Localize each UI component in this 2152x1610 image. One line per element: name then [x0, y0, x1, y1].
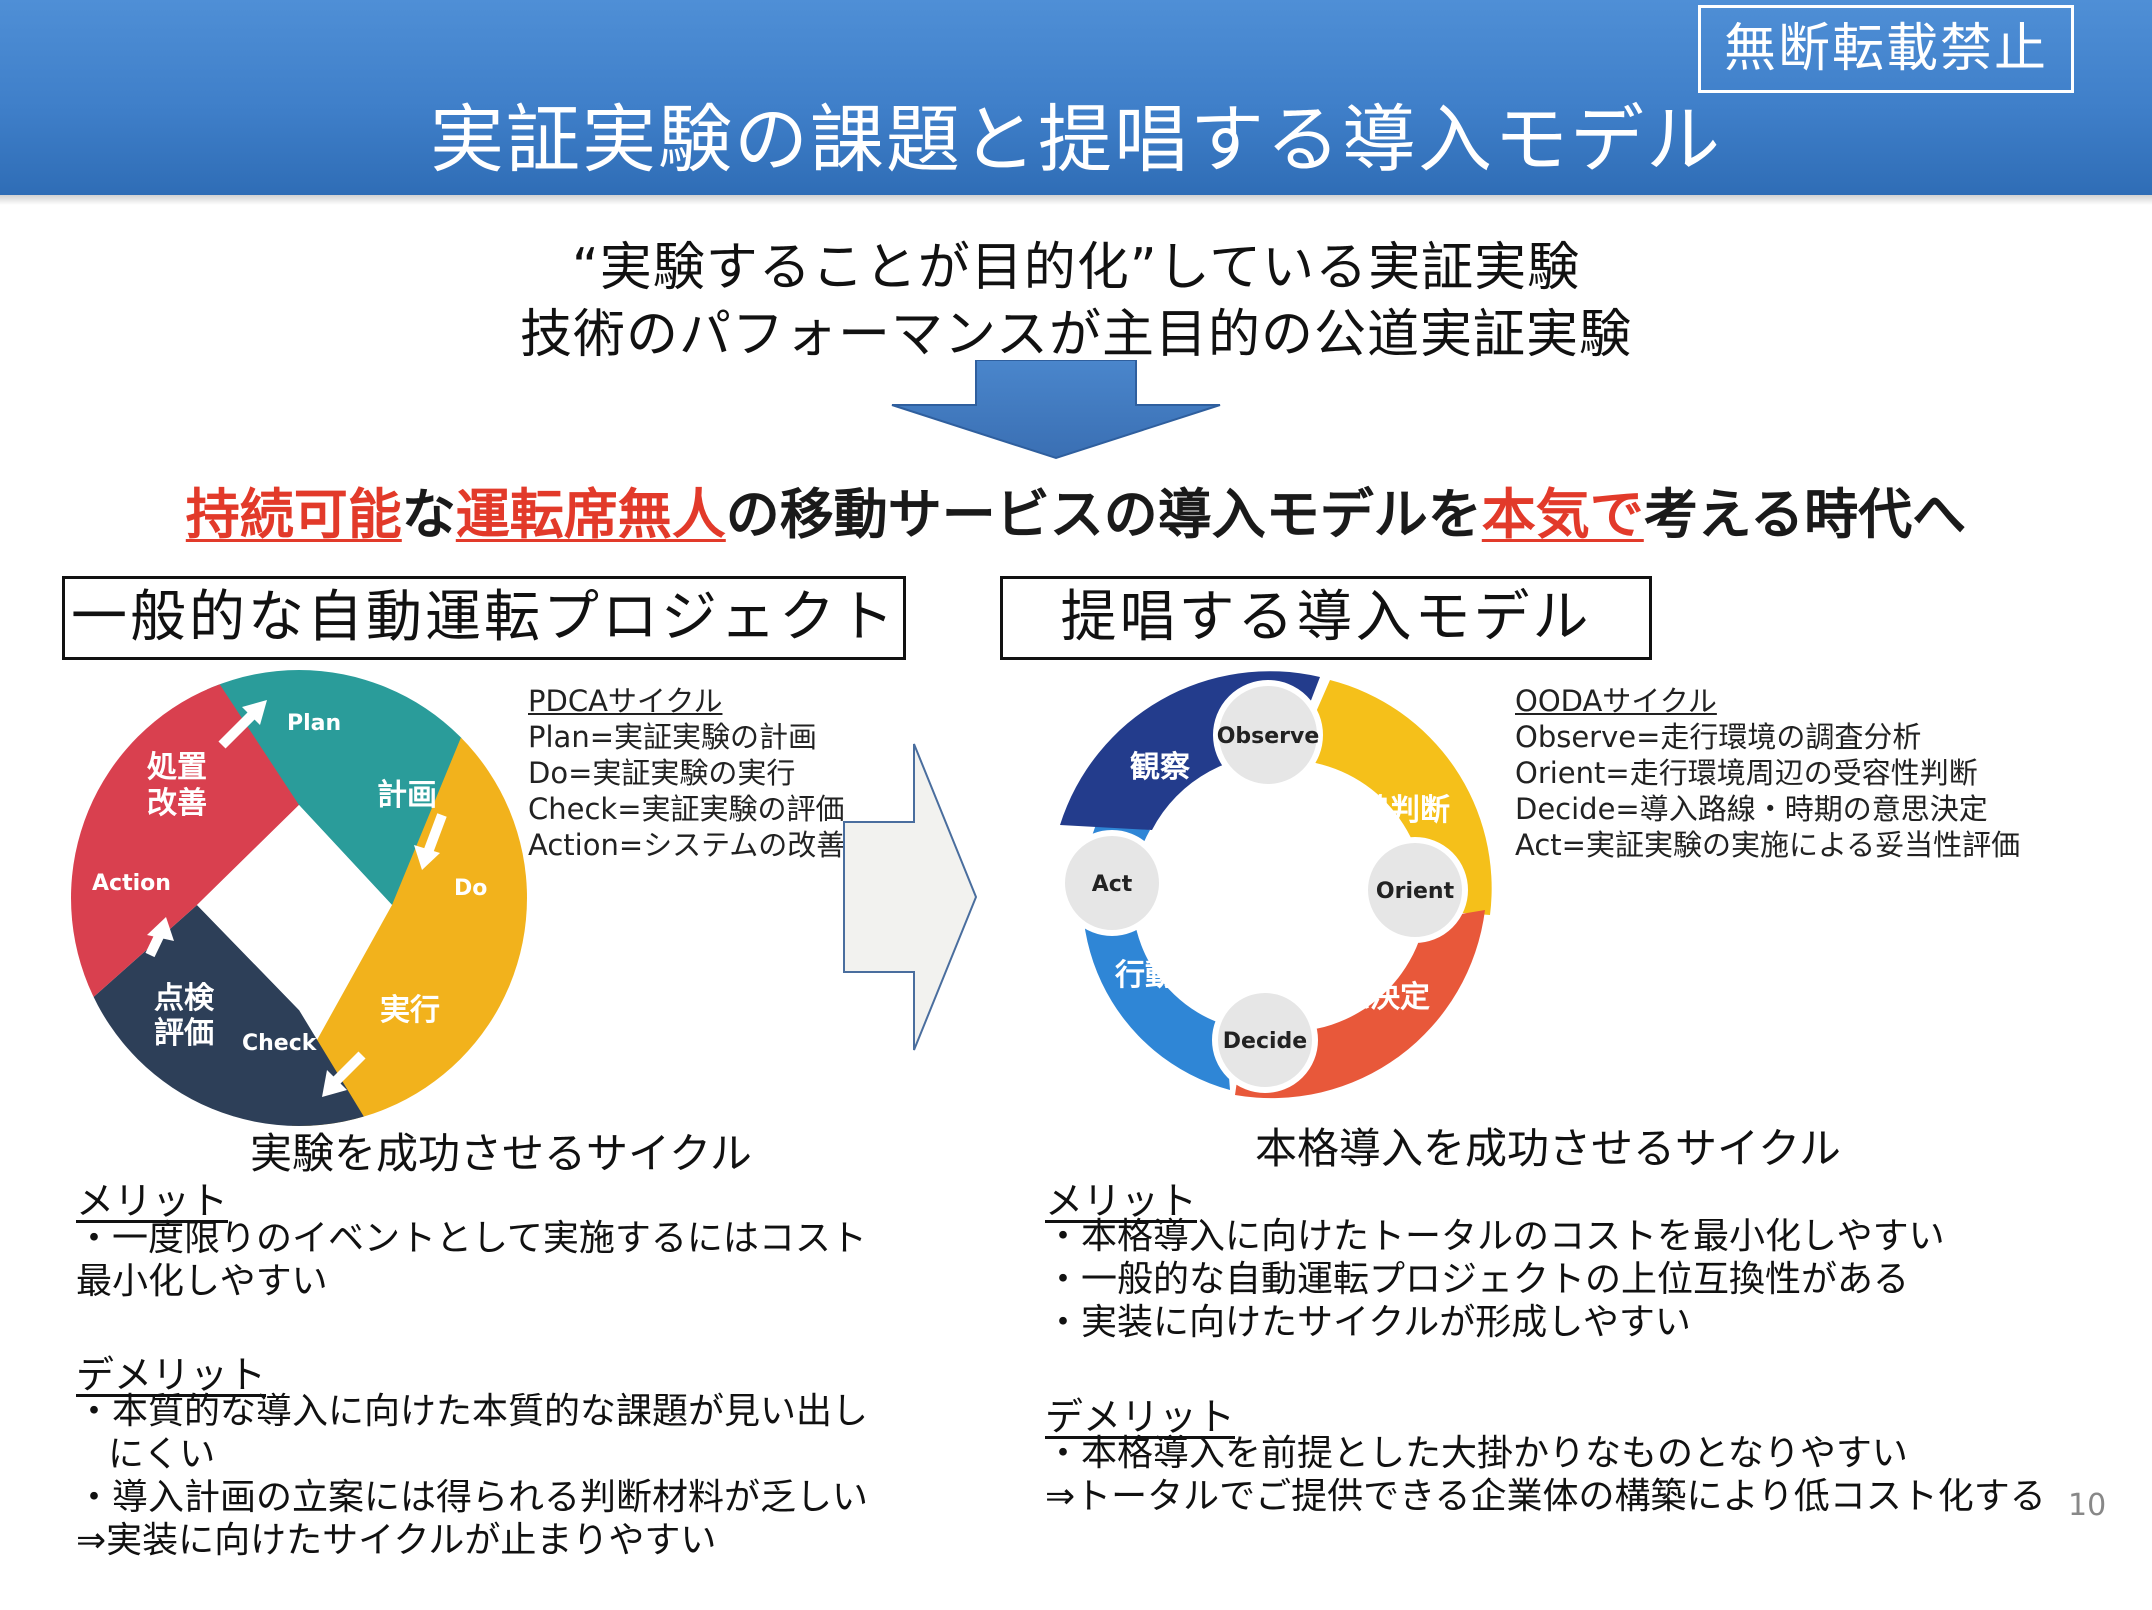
ooda-legend-orient: Orient=走行環境周辺の受容性判断 — [1515, 756, 1978, 790]
right-merit-title: メリット — [1045, 1179, 1198, 1223]
right-demerit-title: デメリット — [1045, 1395, 1236, 1439]
headline-sustainable: 持続可能 — [185, 483, 402, 546]
decide-en-label: Decide — [1223, 1029, 1307, 1054]
right-merit-1: ・本格導入に向けたトータルのコストを最小化しやすい — [1045, 1216, 1945, 1257]
ooda-legend: OODAサイクル Observe=走行環境の調査分析 Orient=走行環境周辺… — [1515, 683, 2020, 863]
center-diamond — [197, 805, 392, 1010]
ooda-legend-act: Act=実証実験の実施による妥当性評価 — [1515, 828, 2021, 862]
act-en-label: Act — [1092, 872, 1133, 897]
left-demerit-1a: ・本質的な導入に向けた本質的な課題が見い出し — [76, 1391, 869, 1432]
page-number: 10 — [2068, 1488, 2107, 1523]
right-arrow-icon — [843, 743, 978, 1051]
headline: 持続可能な運転席無人の移動サービスの導入モデルを本気で考える時代へ — [0, 470, 2152, 549]
ooda-legend-observe: Observe=走行環境の調査分析 — [1515, 720, 1922, 754]
pdca-legend-plan: Plan=実証実験の計画 — [528, 720, 817, 754]
left-demerit-title: デメリット — [76, 1353, 267, 1397]
orient-en-label: Orient — [1376, 879, 1455, 904]
check-jp-label-1: 点検 — [154, 981, 215, 1016]
arrow-icon — [322, 1070, 347, 1097]
plan-jp-label: 計画 — [377, 778, 437, 813]
intro-line-1: “実験することが目的化”している実証実験 — [571, 238, 1581, 298]
act-node — [1059, 830, 1165, 936]
action-jp-label-2: 改善 — [147, 786, 207, 821]
observe-jp-label: 観察 — [1130, 750, 1191, 785]
left-merit-1b: 最小化しやすい — [76, 1261, 328, 1302]
header-shadow — [0, 195, 2152, 205]
right-merit-2: ・一般的な自動運転プロジェクトの上位互換性がある — [1045, 1259, 1910, 1300]
pdca-legend: PDCAサイクル Plan=実証実験の計画 Do=実証実験の実行 Check=実… — [528, 683, 845, 863]
decide-node — [1212, 987, 1318, 1093]
observe-en-label: Observe — [1217, 724, 1320, 749]
headline-part: の移動サービスの導入モデルを — [725, 483, 1482, 546]
headline-seriously: 本気で — [1481, 483, 1644, 546]
left-demerit-2: ・導入計画の立案には得られる判断材料が乏しい — [76, 1477, 869, 1518]
pdca-caption: 実験を成功させるサイクル — [250, 1129, 752, 1178]
do-en-label: Do — [454, 876, 487, 901]
pdca-legend-title: PDCAサイクル — [528, 684, 723, 718]
decide-jp-label: 意志決定 — [1310, 980, 1430, 1015]
headline-part: な — [401, 483, 456, 546]
header-bar — [0, 0, 2152, 195]
no-reprint-badge: 無断転載禁止 — [1698, 5, 2074, 93]
ooda-cycle-diagram: Observe Orient Decide Act 観察 情勢判断 意志決定 行… — [1059, 671, 1492, 1099]
left-merit-1a: ・一度限りのイベントとして実施するにはコスト — [76, 1218, 867, 1259]
act-jp-label: 行動 — [1114, 958, 1175, 993]
observe-node — [1213, 680, 1323, 790]
arrow-icon — [147, 917, 174, 941]
orient-jp-label: 情勢判断 — [1330, 793, 1450, 828]
left-demerit-3: ⇒実装に向けたサイクルが止まりやすい — [76, 1520, 717, 1561]
down-arrow-icon — [891, 360, 1221, 460]
action-en-label: Action — [92, 871, 171, 896]
general-project-title-box: 一般的な自動運転プロジェクト — [62, 576, 906, 660]
headline-driverless: 運転席無人 — [455, 483, 726, 546]
intro-line-2: 技術のパフォーマンスが主目的の公道実証実験 — [520, 305, 1632, 365]
arrow-icon — [242, 700, 267, 725]
left-demerit-1b: にくい — [108, 1434, 216, 1475]
do-segment — [292, 735, 527, 1126]
action-jp-label-1: 処置 — [147, 750, 207, 785]
left-merit-title: メリット — [76, 1179, 229, 1223]
pdca-legend-do: Do=実証実験の実行 — [528, 756, 796, 790]
check-en-label: Check — [242, 1031, 318, 1056]
pdca-legend-check: Check=実証実験の評価 — [528, 792, 845, 826]
plan-segment — [207, 670, 462, 905]
ooda-legend-decide: Decide=導入路線・時期の意思決定 — [1515, 792, 1988, 826]
right-demerit-2: ⇒トータルでご提供できる企業体の構築により低コスト化する — [1045, 1476, 2046, 1517]
pdca-cycle-diagram: Plan 計画 Do 実行 Check 点検 評価 Action 処置 改善 — [71, 670, 527, 1126]
slide-title: 実証実験の課題と提唱する導入モデル — [430, 97, 1722, 183]
plan-en-label: Plan — [287, 711, 341, 736]
ooda-caption: 本格導入を成功させるサイクル — [1255, 1124, 1841, 1173]
check-jp-label-2: 評価 — [154, 1016, 214, 1051]
orient-node — [1362, 837, 1468, 943]
headline-part: 考える時代へ — [1643, 483, 1967, 546]
arrow-icon — [422, 813, 447, 857]
arrow-icon — [414, 845, 440, 870]
do-jp-label: 実行 — [380, 993, 440, 1028]
proposed-model-title-box: 提唱する導入モデル — [1000, 576, 1652, 660]
pdca-legend-action: Action=システムの改善 — [528, 828, 846, 862]
ooda-legend-title: OODAサイクル — [1515, 684, 1717, 718]
right-merit-3: ・実装に向けたサイクルが形成しやすい — [1045, 1302, 1691, 1343]
right-demerit-1: ・本格導入を前提とした大掛かりなものとなりやすい — [1045, 1433, 1908, 1474]
